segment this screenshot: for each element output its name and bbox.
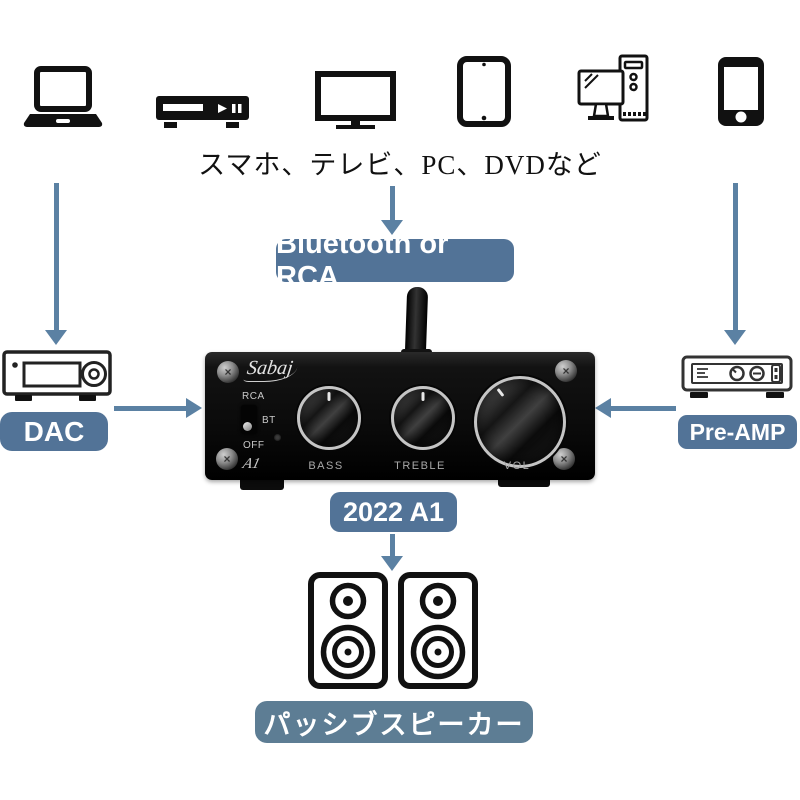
switch-lever [243,422,252,431]
arrow-head-preamp-to-amp [595,398,611,418]
arrow-head-center-down [381,220,403,235]
dac-device-icon [2,350,112,402]
volume-knob [474,376,566,468]
smartphone-icon [717,56,765,127]
arrow-line-left [54,183,59,330]
arrow-head-right-down [724,330,746,345]
amplifier-front-panel: × × × × Sabaj RCA BT OFF A1 BASS TREBLE … [205,352,595,480]
bass-knob-label: BASS [308,460,344,472]
arrow-line-center [390,186,395,220]
screw-icon: × [553,448,575,470]
desktop-pc-icon [577,54,650,127]
input-selector-switch [241,405,257,434]
screw-icon: × [555,360,577,382]
arrow-head-left-down [45,330,67,345]
speaker-icon [307,571,389,690]
screw-icon: × [216,448,238,470]
dac-label: DAC [0,412,108,451]
arrow-line-amp-to-speakers [390,534,395,558]
dvd-player-icon [156,96,249,129]
knob-indicator [421,392,425,401]
preamp-label: Pre-AMP [678,415,797,449]
tv-icon [315,71,396,129]
model-year-label: 2022 A1 [330,492,457,532]
laptop-icon [20,66,106,130]
passive-speaker-label: パッシブスピーカー [255,701,533,743]
switch-label-rca: RCA [242,391,265,402]
knob-indicator [496,388,505,397]
tablet-icon [457,56,511,127]
switch-label-off: OFF [243,440,265,451]
switch-label-bt: BT [262,415,276,426]
screw-icon: × [217,361,239,383]
brand-logo: Sabaj [243,357,299,382]
treble-knob-label: TREBLE [394,460,446,472]
bass-knob [297,386,361,450]
volume-knob-label: VOL [503,460,531,472]
source-devices-caption: スマホ、テレビ、PC、DVDなど [198,150,602,180]
arrow-head-dac-to-amp [186,398,202,418]
antenna [404,286,429,358]
bluetooth-or-rca-label: Bluetooth or RCA [276,228,514,293]
treble-knob [391,386,455,450]
model-script-logo: A1 [241,456,262,472]
preamp-device-icon [681,355,793,399]
arrow-line-right [733,183,738,330]
arrow-line-dac-to-amp [114,406,186,411]
speaker-icon [396,571,480,690]
power-led [274,434,281,441]
arrow-head-amp-to-speakers [381,556,403,571]
arrow-line-preamp-to-amp [611,406,676,411]
knob-indicator [327,392,331,401]
